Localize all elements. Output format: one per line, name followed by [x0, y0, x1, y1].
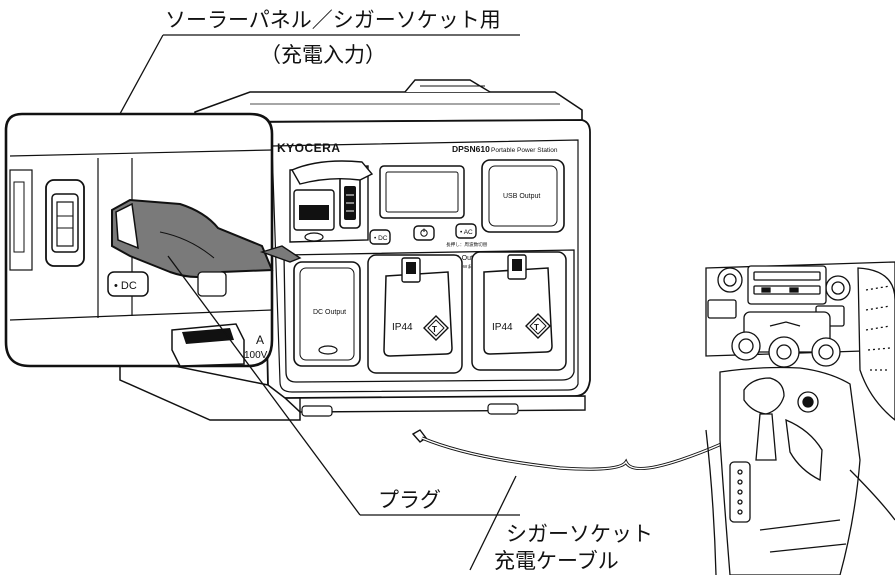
- ac-outlet-left[interactable]: IP44 T: [367, 254, 463, 374]
- power-button[interactable]: [413, 225, 435, 241]
- ac-button[interactable]: • AC: [455, 223, 477, 239]
- model-description-text: Portable Power Station: [491, 147, 558, 154]
- dc-button[interactable]: • DC: [369, 229, 391, 245]
- svg-text:• DC: • DC: [374, 235, 388, 242]
- zoom-dc-button-label: • DC: [114, 280, 137, 292]
- zoom-partial-a: A: [256, 333, 264, 347]
- svg-text:T: T: [432, 325, 437, 334]
- svg-text:T: T: [534, 323, 539, 332]
- callout-cable-leader: [469, 475, 517, 571]
- ac-input-port[interactable]: [293, 189, 335, 242]
- callout-plug-label: プラグ: [378, 488, 441, 512]
- ac-button-note: 長押し：周波数切替: [446, 241, 488, 248]
- svg-text:• AC: • AC: [460, 229, 473, 236]
- ac-outlet-right[interactable]: IP44 T: [471, 251, 567, 371]
- dc-output-port[interactable]: DC Output: [293, 261, 361, 367]
- callout-plug-leader: [167, 255, 361, 516]
- zoom-inset: • DC A 100V: [4, 112, 274, 368]
- svg-text:DC Output: DC Output: [313, 309, 346, 316]
- callout-solar-cigar-input-label: ソーラーパネル／シガーソケット用: [165, 8, 501, 32]
- usb-output-port[interactable]: USB Output: [481, 159, 565, 233]
- zoom-partial-100v: 100V: [244, 350, 268, 361]
- svg-text:USB Output: USB Output: [503, 193, 540, 200]
- callout-charge-input-label: （充電入力）: [260, 43, 386, 67]
- model-number-text: DPSN610: [452, 144, 490, 154]
- ip44-left-label: IP44: [392, 322, 413, 333]
- callout-cable-label-line1: シガーソケット: [506, 522, 653, 546]
- ip44-right-label: IP44: [492, 322, 513, 333]
- power-station: KYOCERA DPSN610 Portable Power Station •…: [119, 79, 591, 421]
- car-interior-illustration: [705, 261, 895, 575]
- callout-cable-label-line2: 充電ケーブル: [494, 549, 619, 573]
- dc-input-port[interactable]: [339, 175, 361, 229]
- brand-logo-text: KYOCERA: [277, 141, 341, 155]
- ac-output-label: AC Output: [450, 255, 483, 262]
- lcd-display: [379, 165, 465, 219]
